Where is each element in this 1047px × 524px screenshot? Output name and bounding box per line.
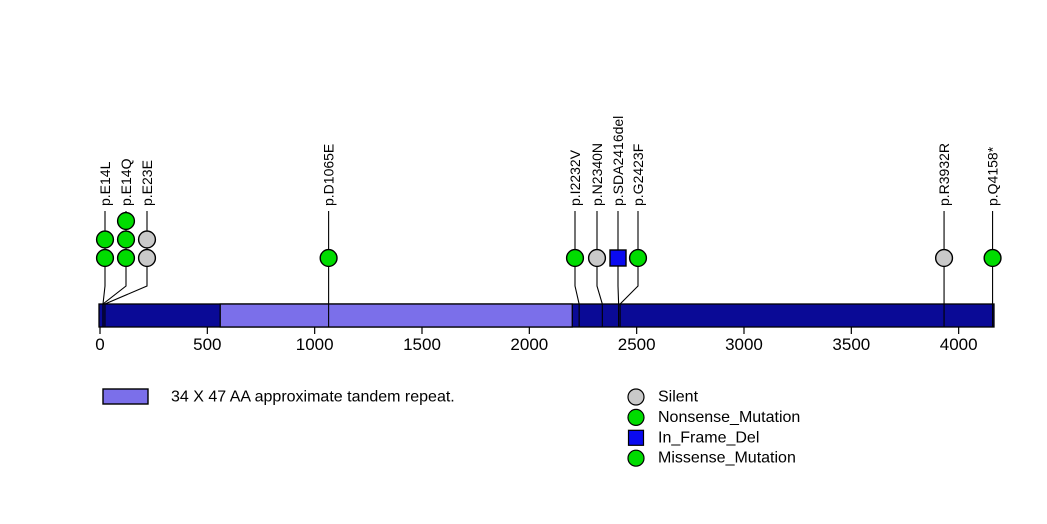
legend-label: Silent: [658, 389, 699, 406]
mutation-label: p.G2423F: [630, 144, 646, 206]
mutation-marker-circle: [628, 248, 648, 268]
axis-tick-label: 1500: [403, 335, 441, 354]
mutation-stick: [617, 211, 620, 327]
mutation-marker-circle: [565, 248, 585, 268]
axis-tick-label: 2500: [618, 335, 656, 354]
mutation-stick: [619, 211, 639, 327]
mutation-marker-circle: [137, 248, 157, 268]
domain-legend-label: 34 X 47 AA approximate tandem repeat.: [171, 389, 455, 406]
mutation-marker-circle: [116, 248, 136, 268]
mutation-marker-circle: [95, 248, 115, 268]
tandem-repeat-domain: [219, 303, 573, 328]
mutation-label: p.E14Q: [118, 158, 134, 206]
mutation-marker-circle: [116, 230, 136, 249]
mutation-label: p.E23E: [139, 160, 155, 206]
mutation-label: p.SDA2416del: [610, 116, 626, 206]
mutation-label: p.I2232V: [567, 149, 583, 206]
mutation-label: p.R3932R: [936, 143, 952, 206]
mutation-stick: [596, 211, 603, 327]
legend-swatch-missense_mutation: [627, 449, 645, 467]
mutation-label: p.N2340N: [589, 143, 605, 206]
domain-legend-swatch: [102, 388, 149, 405]
axis-tick-label: 3000: [725, 335, 763, 354]
legend-label: Nonsense_Mutation: [658, 409, 800, 426]
mutation-marker-circle: [319, 248, 338, 268]
legend-label: Missense_Mutation: [658, 450, 796, 467]
axis-tick-label: 0: [95, 335, 104, 354]
axis-tick-label: 1000: [296, 335, 334, 354]
mutation-stick: [574, 211, 580, 327]
axis-tick-label: 4000: [940, 335, 978, 354]
mutation-marker-circle: [95, 230, 115, 249]
legend-swatch-silent: [627, 388, 645, 406]
mutation-marker-square: [609, 249, 627, 267]
mutation-marker-circle: [137, 230, 157, 249]
legend-swatch-in_frame_del: [627, 429, 645, 446]
legend-swatch-nonsense_mutation: [627, 408, 645, 426]
axis-tick-label: 2000: [510, 335, 548, 354]
axis-tick-label: 3500: [832, 335, 870, 354]
mutation-marker-circle: [983, 248, 1002, 268]
mutation-marker-circle: [116, 211, 136, 231]
mutation-label: p.D1065E: [321, 144, 337, 206]
legend-label: In_Frame_Del: [658, 429, 759, 446]
mutation-label: p.Q4158*: [985, 146, 1001, 206]
mutation-label: p.E14L: [97, 161, 113, 206]
mutation-marker-circle: [587, 248, 607, 268]
mutation-marker-circle: [934, 248, 954, 268]
axis-tick-label: 500: [193, 335, 221, 354]
